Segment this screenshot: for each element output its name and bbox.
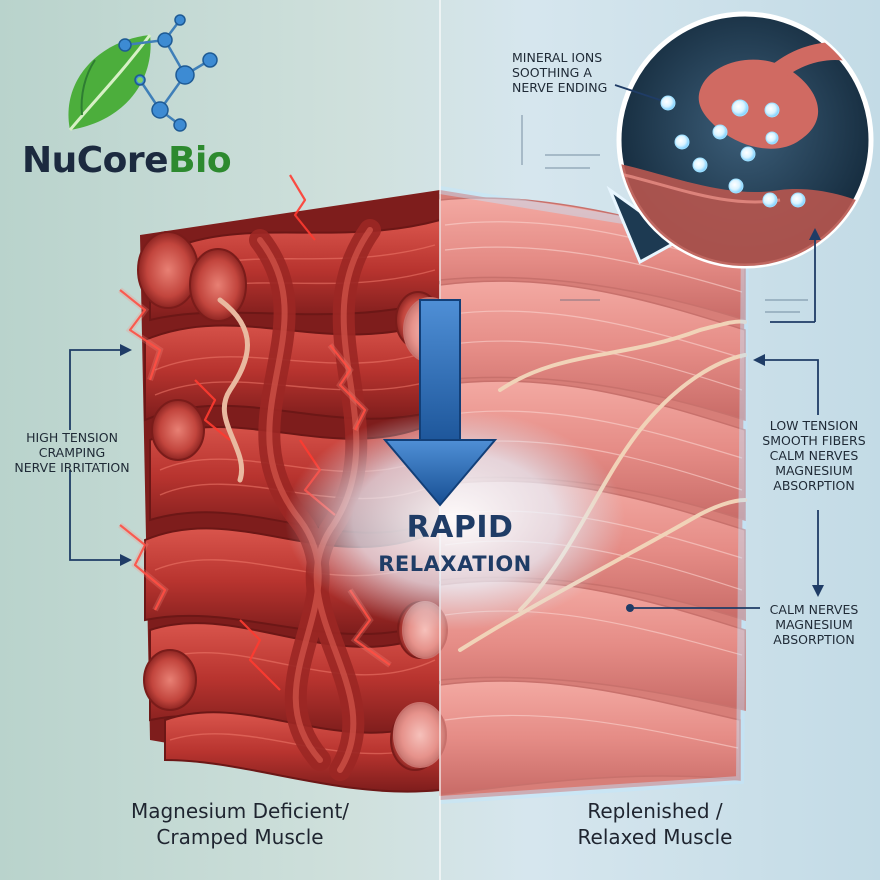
callout-mineral-ions: MINERAL IONS SOOTHING A NERVE ENDING [512,50,607,95]
annotation-arrowheads [120,228,824,612]
callout-line: LOW TENSION [769,418,859,433]
callout-line: HIGH TENSION [26,430,118,445]
annotation-lines [69,84,819,609]
callout-line: SMOOTH FIBERS [762,433,866,448]
callout-line: NERVE ENDING [512,80,608,95]
nerve-ending-magnifier [606,11,874,269]
callout-line: CALM NERVES [769,448,859,463]
callout-line: CRAMPING [38,445,106,460]
leaf-molecule-logo-icon [68,14,218,132]
brand-name-part1: NuCore [22,140,169,181]
callout-line: MAGNESIUM [775,617,853,632]
callout-line: CALM NERVES [769,602,859,617]
banner-rapid: RAPID [406,510,514,545]
caption-line: Relaxed Muscle [577,825,733,849]
callout-line: MAGNESIUM [775,463,853,478]
callout-line: ABSORPTION [773,478,855,493]
callout-line: SOOTHING A [512,65,592,80]
caption-relaxed: Replenished / Relaxed Muscle [520,798,790,850]
callout-line: NERVE IRRITATION [14,460,130,475]
callout-line: ABSORPTION [773,632,855,647]
callout-line: MINERAL IONS [512,50,603,65]
brand-wordmark: NuCoreBio [22,140,232,181]
caption-cramped: Magnesium Deficient/ Cramped Muscle [90,798,390,850]
center-glow [285,410,625,630]
detail-markings [521,115,808,313]
brand-name-part2: Bio [168,140,232,181]
callout-high-tension: HIGH TENSION CRAMPING NERVE IRRITATION [12,430,132,475]
banner-relaxation: RELAXATION [378,552,532,576]
callout-calm-nerves: CALM NERVES MAGNESIUM ABSORPTION [756,602,872,647]
callout-low-tension: LOW TENSION SMOOTH FIBERS CALM NERVES MA… [756,418,872,493]
down-arrow-icon [382,299,498,507]
caption-line: Cramped Muscle [156,825,324,849]
caption-line: Replenished / [587,799,723,823]
caption-line: Magnesium Deficient/ [130,799,350,823]
